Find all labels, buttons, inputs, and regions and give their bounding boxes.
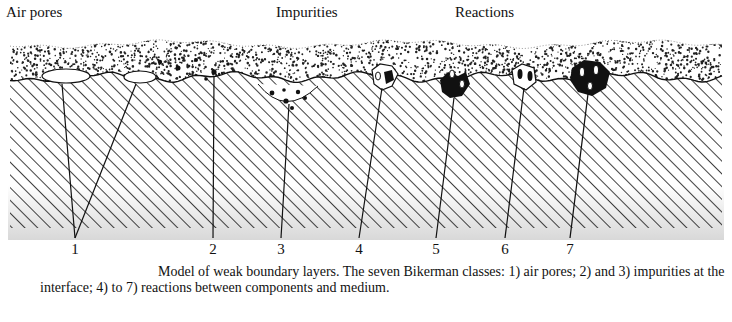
- reaction-site: [512, 64, 536, 90]
- leader-lines: [62, 76, 588, 238]
- adhesive-edge: [10, 40, 722, 49]
- category-heading: Air pores: [6, 4, 62, 21]
- interface-line: [10, 72, 722, 83]
- callout-number: 7: [566, 241, 574, 258]
- adhesive-stipple: [9, 37, 722, 89]
- figure-caption: Model of weak boundary layers. The seven…: [40, 264, 730, 296]
- category-heading: Impurities: [276, 4, 338, 21]
- air-pore: [42, 69, 90, 83]
- category-heading: Reactions: [455, 4, 514, 21]
- callout-number: 6: [501, 241, 509, 258]
- reaction-site: [570, 60, 610, 96]
- reaction-site: [440, 70, 470, 98]
- callout-number: 2: [209, 241, 217, 258]
- reaction-site: [372, 64, 398, 90]
- air-pore: [124, 71, 156, 83]
- callout-number: 4: [355, 241, 363, 258]
- callout-number: 3: [277, 241, 285, 258]
- impurity-dots: [158, 58, 230, 81]
- callout-number: 5: [432, 241, 440, 258]
- substrate-hatching: [10, 72, 722, 228]
- callout-number: 1: [71, 241, 79, 258]
- impurity-zone: [258, 84, 318, 102]
